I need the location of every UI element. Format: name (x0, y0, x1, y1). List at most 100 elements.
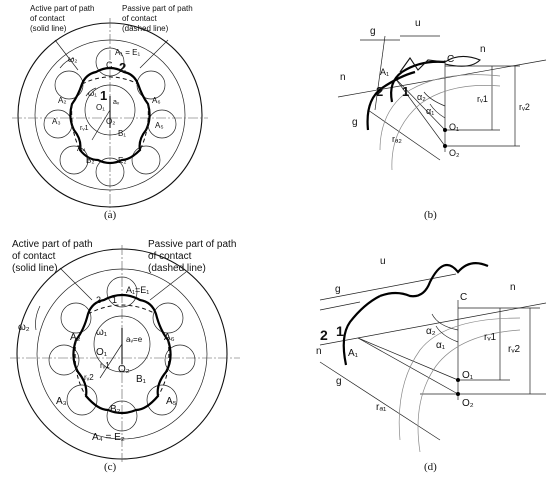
passive-label-a: Passive part of path of contact (dashed … (122, 4, 195, 33)
roller (60, 302, 92, 334)
panel-d: u g n C 2 1 n A₁ α₂ α₁ rᵥ1 rᵥ2 g O₁ rₐ₁ … (316, 256, 547, 473)
label-u: u (380, 256, 386, 267)
label-o2: O₂ (449, 148, 460, 158)
label-alpha1: α₁ (436, 340, 446, 351)
label-e2: E₂ (118, 156, 126, 165)
ra1-dim (319, 361, 441, 441)
point-o1 (456, 378, 460, 382)
dim-u (319, 273, 457, 301)
label-c: C (460, 292, 467, 303)
label-rw2: rᵥ2 (508, 344, 521, 355)
label-o1: O₁ (96, 103, 105, 112)
label-o1: O₁ (96, 347, 108, 358)
roller (164, 344, 196, 376)
tooth-1 (390, 60, 446, 103)
panel-b: g u C n n A₁ 2 1 α₂ α₁ rᵥ1 rᵥ2 O₁ O₂ rₐ₂… (337, 18, 547, 221)
label-2: 2 (96, 295, 101, 305)
label-o2: O₂ (106, 117, 115, 126)
ray-o2 (357, 337, 459, 395)
label-g: g (335, 284, 341, 295)
label-omega1: ω₁ (96, 327, 108, 338)
caption-a: (a) (104, 209, 117, 221)
point-o2 (443, 144, 447, 148)
active-label-c: Active part of path of contact (solid li… (12, 239, 95, 274)
alpha2-arc (431, 313, 459, 331)
label-alpha2: α₂ (417, 92, 426, 102)
label-o2: O₂ (462, 398, 474, 409)
panel-c: Active part of path of contact (solid li… (10, 239, 240, 473)
label-2: 2 (376, 84, 383, 99)
rollers (48, 276, 196, 432)
label-rw1: rᵥ1 (477, 94, 488, 104)
label-alpha2: α₂ (426, 326, 436, 337)
label-g: g (370, 26, 376, 37)
label-b1: B₁ (136, 374, 147, 385)
rw-radius (91, 109, 111, 141)
label-1: 1 (336, 323, 344, 339)
omega2-arrow (59, 57, 75, 69)
alpha1-arc (435, 325, 459, 343)
roller (131, 145, 161, 175)
label-ra2: rₐ₂ (392, 134, 402, 144)
ext-line (374, 35, 386, 111)
label-g2: g (352, 117, 358, 128)
panel-a: Active part of path of contact (solid li… (12, 4, 208, 221)
label-o2: O₂ (118, 364, 130, 375)
label-a1e1: A₁=E₁ (126, 285, 149, 295)
label-2: 2 (320, 327, 328, 343)
label-c: C (106, 60, 113, 70)
caption-d: (d) (424, 461, 437, 473)
contact-path (379, 261, 489, 298)
passive-label-c: Passive part of path of contact (dashed … (148, 239, 239, 274)
leader-active (59, 267, 93, 301)
label-n-right: n (510, 282, 516, 293)
omega1-arrow (85, 87, 97, 97)
pitch-circle-1 (84, 84, 136, 136)
caption-c: (c) (104, 461, 117, 473)
label-a5: A₅ (166, 396, 177, 407)
label-b2: B₂ (110, 404, 121, 415)
omega2-arrow (35, 305, 41, 331)
label-rw2: rᵥ2 (84, 373, 94, 382)
roller (95, 157, 125, 187)
roller (95, 47, 125, 77)
point-o1 (443, 128, 447, 132)
label-rw: rᵥ1 (80, 125, 89, 132)
rollers (43, 47, 177, 187)
label-n-left: n (316, 346, 322, 357)
label-b1: B₁ (118, 129, 126, 138)
ray-o1 (357, 337, 459, 381)
leader-passive (149, 271, 187, 301)
line-n-n (319, 302, 547, 346)
tooth-2 (366, 70, 416, 131)
leader-passive (139, 39, 169, 69)
pitch-arc-1 (379, 74, 501, 151)
pitch-circle-1 (93, 315, 151, 373)
label-u: u (415, 18, 421, 29)
label-a4: A₄ (77, 144, 86, 153)
label-1: 1 (402, 84, 409, 99)
rw-radius (99, 343, 123, 379)
ra2-dim (367, 109, 441, 161)
label-o1: O₁ (449, 122, 459, 132)
roller (136, 70, 166, 100)
roller (54, 70, 84, 100)
roller (48, 344, 80, 376)
label-n-right: n (480, 44, 486, 55)
label-1: 1 (100, 88, 107, 103)
label-aw: aᵥ (113, 99, 120, 106)
label-o1: O₁ (462, 370, 474, 381)
leader-active (54, 39, 79, 71)
label-rw1: rᵥ1 (100, 361, 110, 370)
label-2: 2 (119, 60, 126, 75)
label-a6: A₆ (152, 96, 161, 105)
roller (152, 302, 184, 334)
pitch-arc-1 (398, 317, 521, 441)
passive-path (71, 76, 149, 151)
roller (106, 276, 138, 308)
label-omega1: ω₁ (88, 89, 97, 98)
tooth-1 (342, 295, 381, 366)
label-rw2: rᵥ2 (519, 102, 530, 112)
